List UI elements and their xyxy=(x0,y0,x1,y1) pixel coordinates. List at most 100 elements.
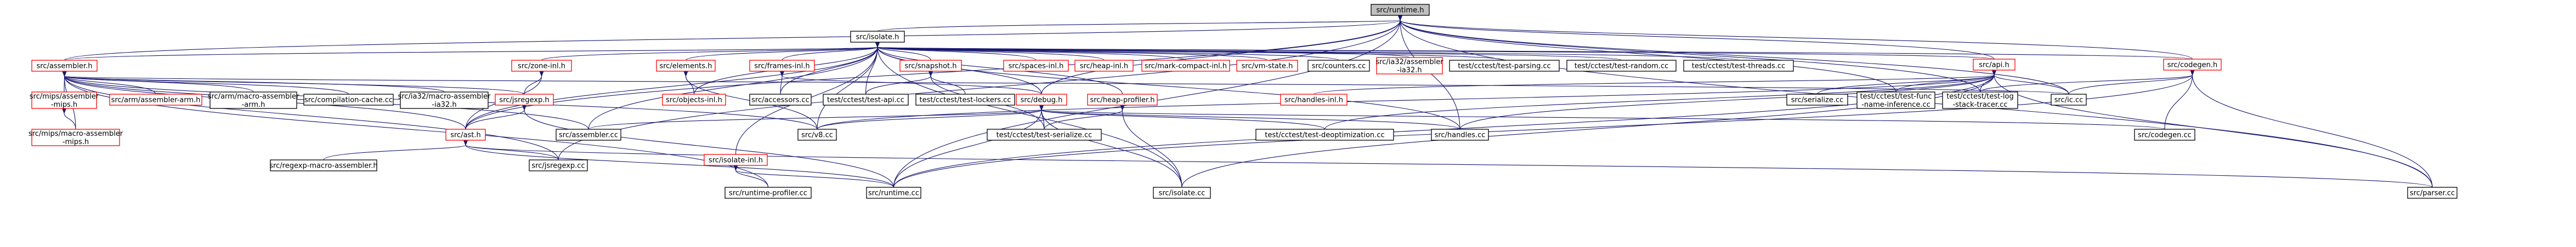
node-label: src/regexp-macro-assembler.h xyxy=(269,162,377,170)
node-isolate-inl-h[interactable]: src/isolate-inl.h xyxy=(704,154,768,166)
node-test-parsing[interactable]: test/cctest/test-parsing.cc xyxy=(1449,60,1560,72)
node-compilation-cache-cc[interactable]: src/compilation-cache.cc xyxy=(303,94,394,106)
node-objects-inl-h[interactable]: src/objects-inl.h xyxy=(662,94,726,106)
node-frames-inl[interactable]: src/frames-inl.h xyxy=(749,60,815,72)
node-accessors-cc[interactable]: src/accessors.cc xyxy=(749,94,812,106)
node-mips-macro-assembler-mips-h[interactable]: src/mips/macro-assembler-mips.h xyxy=(29,129,123,146)
node-label: test/cctest/test-random.cc xyxy=(1575,62,1669,71)
node-runtime-cc[interactable]: src/runtime.cc xyxy=(866,187,921,199)
node-ia32-macro-assembler-ia32-h[interactable]: src/ia32/macro-assembler-ia32.h xyxy=(398,91,491,109)
edge-runtime-h-test-func-name-inference xyxy=(1398,15,1896,93)
node-handles-cc[interactable]: src/handles.cc xyxy=(1431,129,1489,141)
node-spaces-inl[interactable]: src/spaces-inl.h xyxy=(1003,60,1069,72)
node-box xyxy=(724,187,812,199)
node-test-func-name-inference[interactable]: test/cctest/test-func-name-inference.cc xyxy=(1856,91,1935,109)
edge-isolate-h-zone-inl xyxy=(541,42,880,61)
edge-snapshot-h-test-lockers xyxy=(929,71,966,95)
edge-isolate-h-codegen-h xyxy=(874,42,2193,60)
edge-assembler-h-jsregexp-h xyxy=(62,71,525,95)
node-label: src/debug.h xyxy=(1021,96,1063,105)
node-elements-h[interactable]: src/elements.h xyxy=(656,60,716,72)
node-box xyxy=(1236,60,1298,72)
edge-runtime-h-api-h xyxy=(1397,15,1995,60)
edge-debug-h-test-deoptimization xyxy=(1039,105,1326,130)
node-counters-cc[interactable]: src/counters.cc xyxy=(1307,60,1370,72)
node-arm-macro-assembler-arm-h[interactable]: src/arm/macro-assembler-arm.h xyxy=(208,91,299,109)
edge-isolate-h-test-threads xyxy=(874,42,1739,61)
node-test-random[interactable]: test/cctest/test-random.cc xyxy=(1566,60,1677,72)
node-assembler-h[interactable]: src/assembler.h xyxy=(31,60,98,72)
node-label: src/jsregexp.cc xyxy=(531,162,585,170)
node-ast-h[interactable]: src/ast.h xyxy=(445,129,486,141)
node-box xyxy=(899,60,962,72)
node-test-deoptimization[interactable]: test/cctest/test-deoptimization.cc xyxy=(1255,129,1394,141)
node-api-h[interactable]: src/api.h xyxy=(1973,59,2015,71)
node-ia32-assembler-ia32-h[interactable]: src/ia32/assembler-ia32.h xyxy=(1375,57,1443,74)
edge-ast-h-jsregexp-cc xyxy=(463,140,559,160)
node-assembler-cc[interactable]: src/assembler.cc xyxy=(556,129,621,141)
node-box xyxy=(109,94,202,106)
edge-isolate-h-frames-inl xyxy=(782,42,880,61)
edge-ast-h-regexp-macro-assembler-h xyxy=(323,140,468,160)
node-box xyxy=(1016,94,1067,106)
node-zone-inl[interactable]: src/zone-inl.h xyxy=(511,60,572,72)
node-box xyxy=(1973,59,2015,71)
node-heap-inl[interactable]: src/heap-inl.h xyxy=(1074,60,1134,72)
node-isolate-cc[interactable]: src/isolate.cc xyxy=(1153,187,1211,199)
node-codegen-cc[interactable]: src/codegen.cc xyxy=(2134,129,2195,141)
node-label: src/runtime-profiler.cc xyxy=(729,189,807,198)
node-box xyxy=(1307,60,1370,72)
node-regexp-macro-assembler-h[interactable]: src/regexp-macro-assembler.h xyxy=(269,159,378,171)
node-test-lockers[interactable]: test/cctest/test-lockers.cc xyxy=(915,94,1015,106)
edge-api-h-handles-cc xyxy=(1459,70,1997,130)
node-test-log-stack-tracer[interactable]: test/cctest/test-log-stack-tracer.cc xyxy=(1942,91,2018,109)
node-heap-profiler-h[interactable]: src/heap-profiler.h xyxy=(1087,94,1158,106)
node-runtime-profiler-cc[interactable]: src/runtime-profiler.cc xyxy=(724,187,812,199)
node-codegen-h[interactable]: src/codegen.h xyxy=(2163,59,2222,71)
node-box xyxy=(511,60,572,72)
node-label: src/mark-compact-inl.h xyxy=(1145,62,1227,71)
node-jsregexp-h[interactable]: src/jsregexp.h xyxy=(495,94,554,106)
node-isolate-h[interactable]: src/isolate.h xyxy=(850,31,905,43)
edge-isolate-inl-h-runtime-cc xyxy=(733,165,894,188)
edge-snapshot-h-test-api xyxy=(865,71,933,95)
node-label: -stack-tracer.cc xyxy=(1952,101,2007,109)
edge-api-h-test-func-name-inference xyxy=(1895,70,1996,93)
node-label: -name-inference.cc xyxy=(1861,101,1930,109)
node-snapshot-h[interactable]: src/snapshot.h xyxy=(899,60,962,72)
edge-api-h-parser-cc xyxy=(1992,70,2433,188)
node-label: src/codegen.cc xyxy=(2138,131,2192,140)
node-mark-compact-inl[interactable]: src/mark-compact-inl.h xyxy=(1141,60,1230,72)
node-v8-cc[interactable]: src/v8.cc xyxy=(797,129,837,141)
node-handles-inl-h[interactable]: src/handles-inl.h xyxy=(1280,94,1348,106)
node-box xyxy=(2407,187,2458,199)
node-label: test/cctest/test-lockers.cc xyxy=(920,96,1011,105)
node-test-threads[interactable]: test/cctest/test-threads.cc xyxy=(1683,60,1794,72)
node-ic-cc[interactable]: src/ic.cc xyxy=(2051,94,2087,106)
node-label: src/handles.cc xyxy=(1435,131,1486,140)
node-arm-assembler-arm-h[interactable]: src/arm/assembler-arm.h xyxy=(109,94,202,106)
node-serialize-cc[interactable]: src/serialize.cc xyxy=(1786,94,1848,106)
node-label: src/counters.cc xyxy=(1312,62,1366,71)
node-vm-state-h[interactable]: src/vm-state.h xyxy=(1236,60,1298,72)
node-label: src/zone-inl.h xyxy=(518,62,565,71)
node-box xyxy=(915,94,1015,106)
node-mips-assembler-mips-h[interactable]: src/mips/assembler-mips.h xyxy=(30,91,99,109)
node-label: src/snapshot.h xyxy=(904,62,956,71)
node-label: test/cctest/test-serialize.cc xyxy=(997,131,1092,140)
node-runtime-h[interactable]: src/runtime.h xyxy=(1371,4,1430,16)
node-parser-cc[interactable]: src/parser.cc xyxy=(2407,187,2458,199)
node-debug-h[interactable]: src/debug.h xyxy=(1016,94,1067,106)
node-test-serialize[interactable]: test/cctest/test-serialize.cc xyxy=(987,129,1102,141)
node-label: -mips.h xyxy=(51,101,77,109)
node-box xyxy=(210,91,297,109)
edge-frames-inl-accessors-cc xyxy=(780,71,784,95)
node-jsregexp-cc[interactable]: src/jsregexp.cc xyxy=(529,159,588,171)
node-test-api[interactable]: test/cctest/test-api.cc xyxy=(823,94,909,106)
edge-frames-inl-debug-h xyxy=(779,71,1042,95)
node-box xyxy=(2051,94,2087,106)
node-label: src/api.h xyxy=(1979,61,2009,70)
edge-runtime-h-assembler-h xyxy=(64,15,1403,61)
edge-isolate-h-accessors-cc xyxy=(780,42,880,95)
